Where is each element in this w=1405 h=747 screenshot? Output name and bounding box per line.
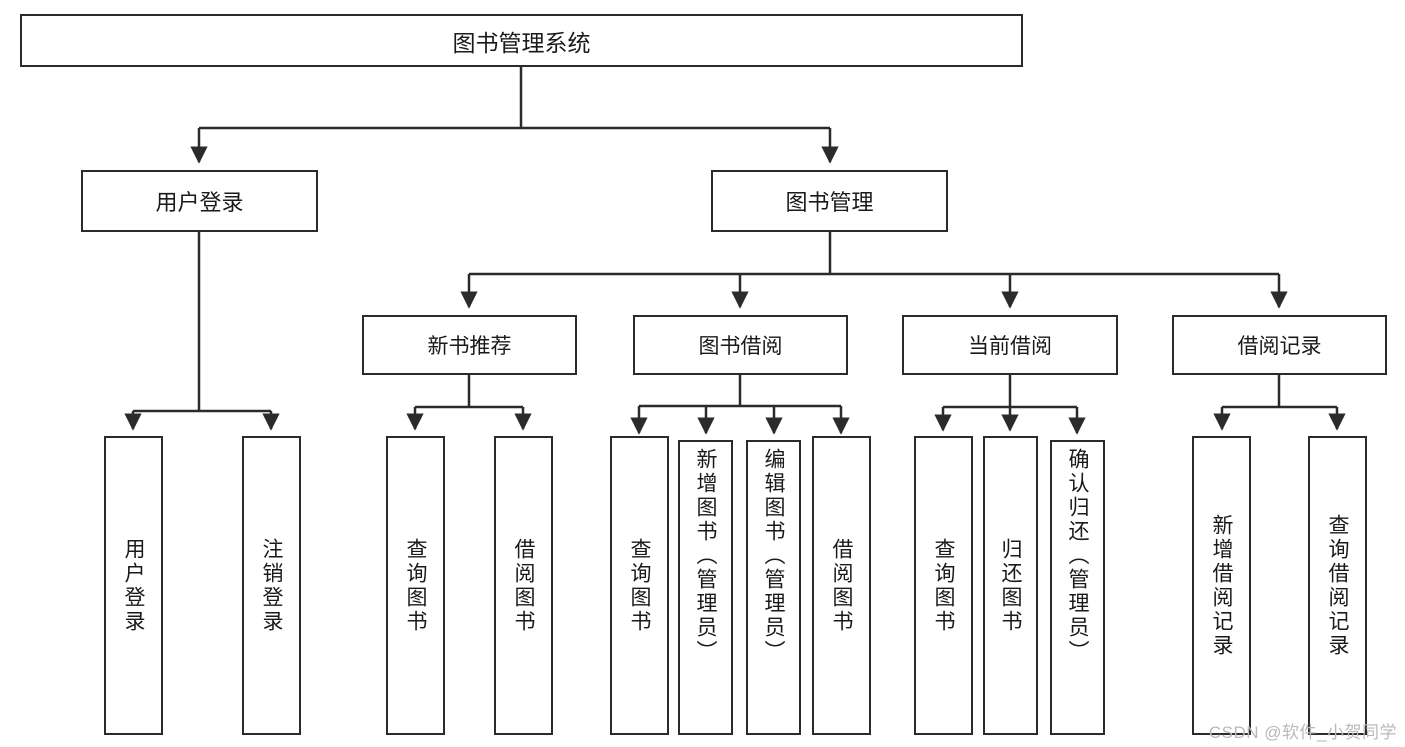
watermark: CSDN @软件_小贺同学 <box>1208 723 1397 742</box>
node-leaf-add-book-label: 新增图书（管理员） <box>694 448 717 664</box>
node-leaf-borrow-book-1-label: 借阅图书 <box>512 537 535 634</box>
node-leaf-add-record[interactable]: 新增借阅记录 <box>1192 436 1251 735</box>
node-leaf-query-book-1-label: 查询图书 <box>404 537 427 634</box>
node-root[interactable]: 图书管理系统 <box>20 14 1023 67</box>
node-leaf-user-logout-label: 注销登录 <box>260 537 283 634</box>
node-book-management-label: 图书管理 <box>785 190 874 215</box>
node-leaf-edit-book-label: 编辑图书（管理员） <box>762 448 785 664</box>
node-leaf-confirm-return-label: 确认归还（管理员） <box>1066 448 1089 664</box>
node-leaf-query-book-2[interactable]: 查询图书 <box>610 436 669 735</box>
node-leaf-query-book-1[interactable]: 查询图书 <box>386 436 445 735</box>
node-leaf-borrow-book-2-label: 借阅图书 <box>830 537 853 634</box>
node-leaf-edit-book[interactable]: 编辑图书（管理员） <box>746 440 801 735</box>
node-current-borrow-label: 当前借阅 <box>968 335 1052 358</box>
node-new-book-recommend[interactable]: 新书推荐 <box>362 315 577 375</box>
node-root-label: 图书管理系统 <box>452 29 591 56</box>
node-new-book-recommend-label: 新书推荐 <box>427 335 512 358</box>
node-leaf-add-record-label: 新增借阅记录 <box>1210 513 1233 658</box>
node-leaf-borrow-book-1[interactable]: 借阅图书 <box>494 436 553 735</box>
node-leaf-query-record[interactable]: 查询借阅记录 <box>1308 436 1367 735</box>
node-leaf-user-logout[interactable]: 注销登录 <box>242 436 301 735</box>
node-leaf-query-record-label: 查询借阅记录 <box>1326 513 1349 658</box>
node-leaf-query-book-2-label: 查询图书 <box>628 537 651 634</box>
node-leaf-query-book-3-label: 查询图书 <box>932 537 955 634</box>
node-leaf-return-book-label: 归还图书 <box>999 537 1022 634</box>
node-leaf-add-book[interactable]: 新增图书（管理员） <box>678 440 733 735</box>
node-borrow-record[interactable]: 借阅记录 <box>1172 315 1387 375</box>
node-borrow-record-label: 借阅记录 <box>1237 335 1322 358</box>
node-user-login-label: 用户登录 <box>155 190 244 215</box>
node-leaf-return-book[interactable]: 归还图书 <box>983 436 1038 735</box>
node-leaf-query-book-3[interactable]: 查询图书 <box>914 436 973 735</box>
node-leaf-confirm-return[interactable]: 确认归还（管理员） <box>1050 440 1105 735</box>
node-book-borrow-label: 图书借阅 <box>698 335 783 358</box>
node-leaf-user-login[interactable]: 用户登录 <box>104 436 163 735</box>
node-book-borrow[interactable]: 图书借阅 <box>633 315 848 375</box>
node-leaf-borrow-book-2[interactable]: 借阅图书 <box>812 436 871 735</box>
node-current-borrow[interactable]: 当前借阅 <box>902 315 1118 375</box>
node-book-management[interactable]: 图书管理 <box>711 170 948 232</box>
node-user-login[interactable]: 用户登录 <box>81 170 318 232</box>
node-leaf-user-login-label: 用户登录 <box>122 537 145 634</box>
